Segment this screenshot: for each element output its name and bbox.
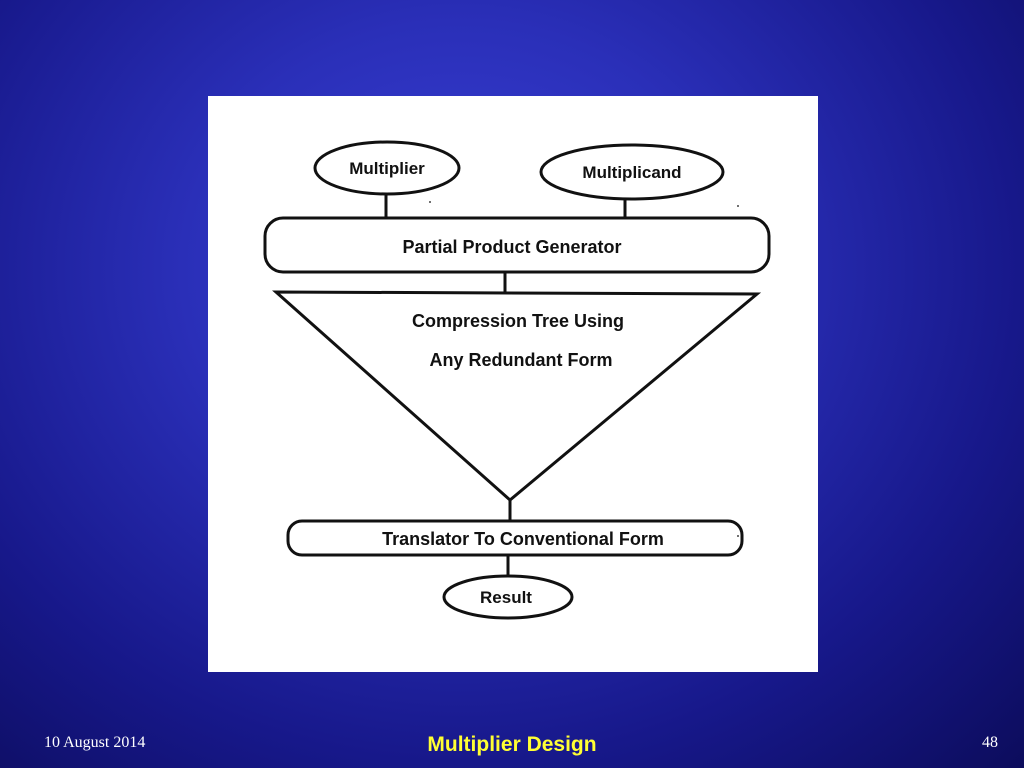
translator-label: Translator To Conventional Form (382, 529, 664, 549)
partial-product-generator-label: Partial Product Generator (402, 237, 621, 257)
scan-speck (429, 201, 431, 203)
multiplicand-node: Multiplicand (539, 143, 725, 201)
diagram-panel: Multiplier Multiplicand Partial Product … (208, 96, 818, 672)
partial-product-generator-node: Partial Product Generator (263, 216, 771, 274)
multiplier-block-diagram: Multiplier Multiplicand Partial Product … (263, 140, 771, 620)
compression-tree-line2: Any Redundant Form (430, 350, 613, 370)
result-label: Result (480, 588, 532, 607)
multiplier-label: Multiplier (349, 159, 425, 178)
translator-node: Translator To Conventional Form (286, 519, 744, 557)
slide-page-number: 48 (982, 734, 998, 751)
compression-tree-line1: Compression Tree Using (412, 311, 624, 331)
scan-speck (737, 205, 739, 207)
scan-speck (737, 535, 739, 537)
multiplier-node: Multiplier (313, 140, 461, 196)
multiplicand-label: Multiplicand (582, 163, 681, 182)
result-node: Result (442, 574, 574, 620)
slide-title: Multiplier Design (427, 733, 597, 756)
slide-date: 10 August 2014 (44, 734, 146, 751)
compression-tree-node: Compression Tree Using Any Redundant For… (272, 290, 762, 502)
